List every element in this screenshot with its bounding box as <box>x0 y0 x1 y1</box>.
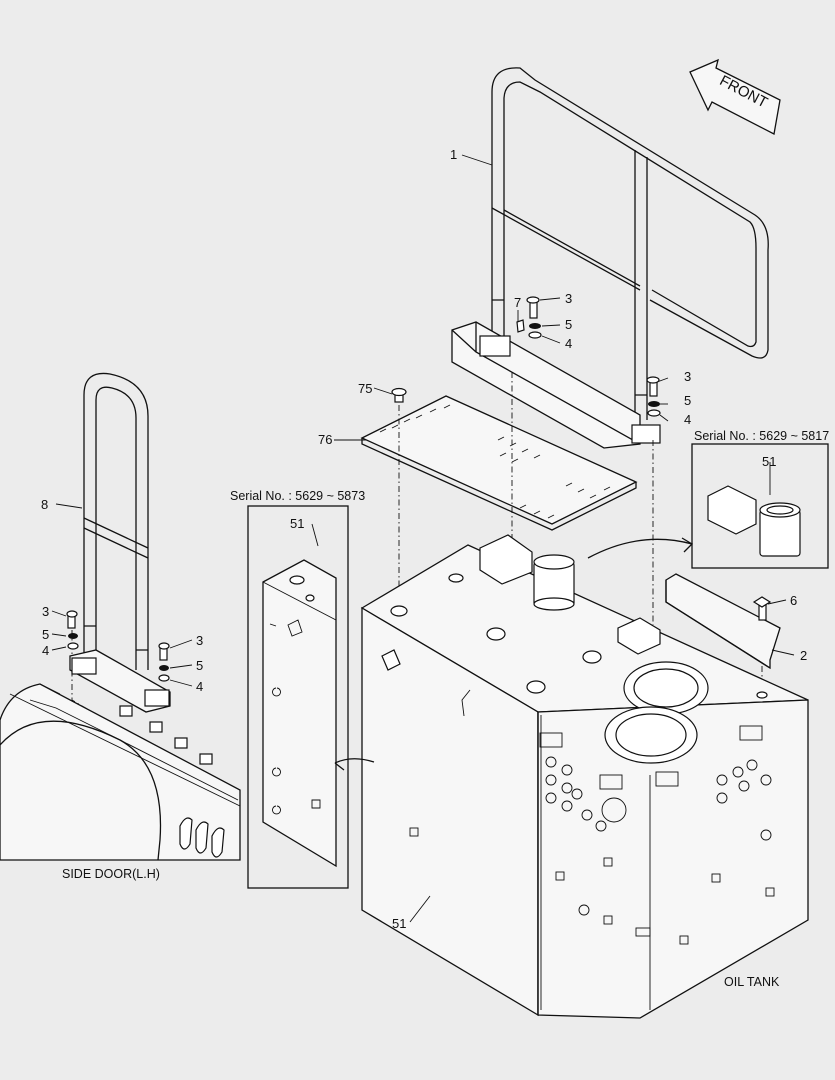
main-handrail <box>451 67 769 449</box>
side-door <box>0 683 241 861</box>
side-handrail <box>66 372 171 713</box>
hardware-main <box>516 296 661 417</box>
callout-51: 51 <box>392 916 406 931</box>
bracket <box>665 573 781 670</box>
inset-right <box>587 443 829 569</box>
callout-6: 6 <box>790 593 797 608</box>
floor-plate <box>360 387 638 531</box>
serial-note-left: Serial No. : 5629 ~ 5873 <box>230 489 365 503</box>
callouts: 1 3 7 5 4 3 5 4 75 76 8 3 5 4 3 5 4 51 5… <box>41 147 807 931</box>
serial-note-right: Serial No. : 5629 ~ 5817 <box>694 429 829 443</box>
inset-left <box>247 505 375 889</box>
callout-3: 3 <box>684 369 691 384</box>
assembly-lines <box>71 372 763 801</box>
callout-5: 5 <box>196 658 203 673</box>
oil-tank <box>360 534 809 1019</box>
callout-76: 76 <box>318 432 332 447</box>
callout-5: 5 <box>565 317 572 332</box>
callout-3: 3 <box>196 633 203 648</box>
captions: Serial No. : 5629 ~ 5817 Serial No. : 56… <box>62 429 829 989</box>
callout-5: 5 <box>42 627 49 642</box>
callout-1: 1 <box>450 147 457 162</box>
callout-51: 51 <box>290 516 304 531</box>
callout-2: 2 <box>800 648 807 663</box>
callout-5: 5 <box>684 393 691 408</box>
callout-4: 4 <box>565 336 572 351</box>
callout-4: 4 <box>196 679 203 694</box>
leader-lines <box>51 154 795 923</box>
front-arrow: FRONT <box>689 58 781 135</box>
callout-3: 3 <box>42 604 49 619</box>
side-door-label: SIDE DOOR(L.H) <box>62 867 160 881</box>
callout-8: 8 <box>41 497 48 512</box>
callout-51: 51 <box>762 454 776 469</box>
callout-4: 4 <box>684 412 691 427</box>
oil-tank-label: OIL TANK <box>724 975 780 989</box>
callout-75: 75 <box>358 381 372 396</box>
callout-7: 7 <box>514 295 521 310</box>
callout-4: 4 <box>42 643 49 658</box>
callout-3: 3 <box>565 291 572 306</box>
